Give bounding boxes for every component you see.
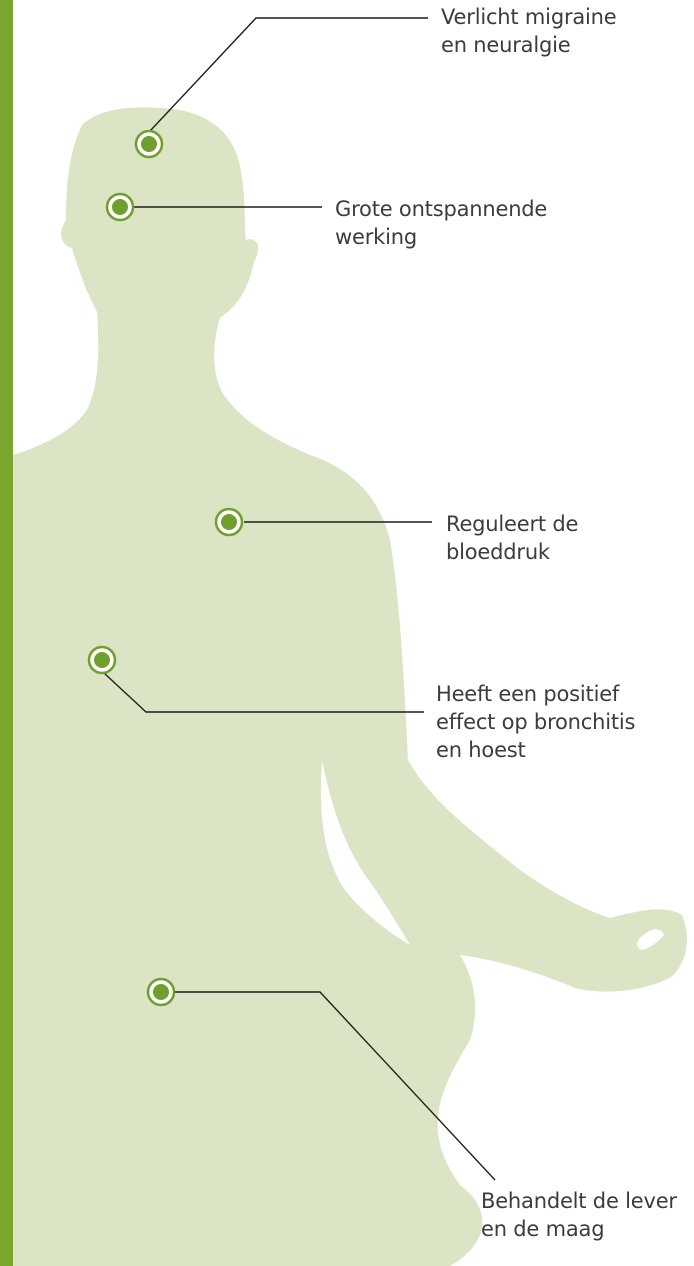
annotation-blood-pressure: Reguleert de bloeddruk bbox=[446, 510, 578, 566]
pressure-point-liver bbox=[148, 979, 174, 1005]
annotation-bronchitis: Heeft een positief effect op bronchitis … bbox=[436, 680, 635, 764]
pressure-point-bronch bbox=[89, 647, 115, 673]
pressure-point-migraine bbox=[136, 131, 162, 157]
annotation-migraine: Verlicht migraine en neuralgie bbox=[441, 3, 617, 59]
annotation-relaxation: Grote ontspannende werking bbox=[335, 195, 547, 251]
pressure-point-blood bbox=[216, 509, 242, 535]
annotation-liver-stomach: Behandelt de lever en de maag bbox=[481, 1187, 677, 1243]
pressure-point-relax bbox=[107, 194, 133, 220]
